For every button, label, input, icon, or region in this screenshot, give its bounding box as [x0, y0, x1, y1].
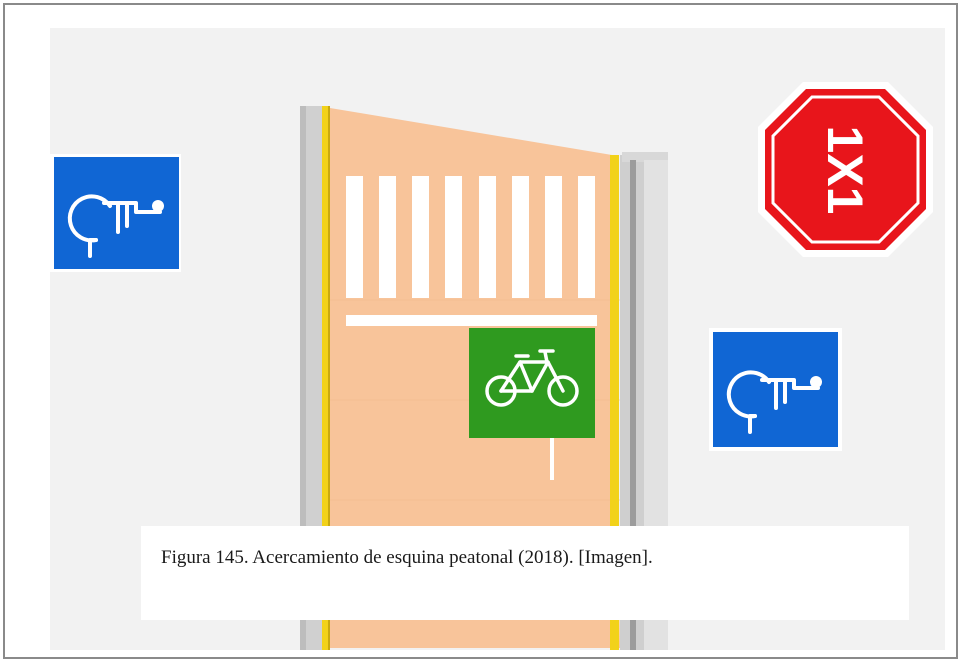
stop-line	[346, 315, 597, 326]
left-edge-line-shade	[328, 106, 330, 650]
wheelchair-ramp-icon	[726, 370, 820, 434]
bicycle-icon	[485, 349, 579, 407]
wheelchair-ramp-icon	[67, 194, 162, 258]
ramp-knob	[810, 376, 822, 388]
crosswalk-stripe	[412, 176, 429, 298]
stop-one-by-one-sign: 1X1	[758, 82, 933, 257]
right-curb-top	[622, 152, 668, 162]
bicycle-sign-post	[550, 436, 554, 480]
left-curb-shadow	[300, 106, 306, 650]
crosswalk-stripe	[545, 176, 562, 298]
crosswalk-stripe	[445, 176, 462, 298]
stop-sign-text: 1X1	[817, 126, 873, 215]
accessible-ramp-sign-left	[50, 154, 181, 272]
figure-caption-box: Figura 145. Acercamiento de esquina peat…	[141, 526, 909, 620]
right-curb-dark	[630, 160, 636, 650]
right-edge-line	[610, 155, 619, 650]
figure-caption: Figura 145. Acercamiento de esquina peat…	[161, 547, 653, 568]
crosswalk-stripe	[379, 176, 396, 298]
crosswalk-stripes	[346, 176, 595, 298]
left-edge-line	[322, 106, 330, 650]
crosswalk-stripe	[479, 176, 496, 298]
crosswalk-stripe	[578, 176, 595, 298]
accessible-ramp-sign-right	[709, 328, 842, 451]
crosswalk-stripe	[346, 176, 363, 298]
ramp-knob	[152, 200, 164, 212]
crosswalk-stripe	[512, 176, 529, 298]
bicycle-lane-sign	[469, 328, 595, 480]
